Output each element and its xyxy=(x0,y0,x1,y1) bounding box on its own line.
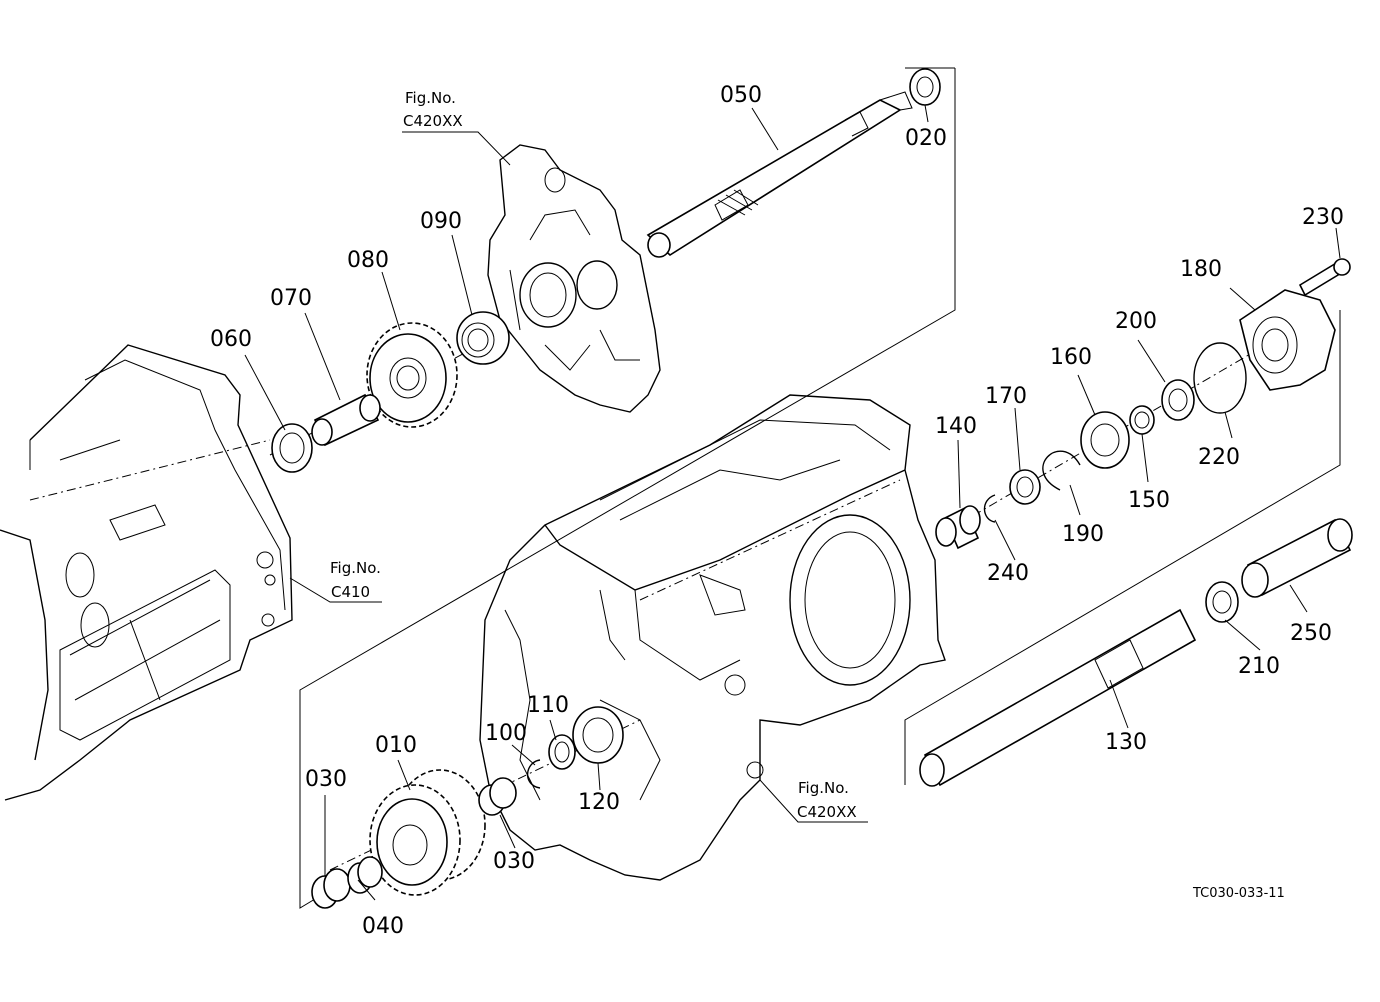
group-frame-left xyxy=(299,68,956,909)
bearing-160 xyxy=(1080,411,1130,469)
bolt-230 xyxy=(1298,258,1351,297)
collar-110 xyxy=(548,734,576,770)
label-060: 060 xyxy=(210,327,252,352)
figure-references: Fig.No. C420XX Fig.No. C410 Fig.No. C420… xyxy=(330,89,857,821)
label-020: 020 xyxy=(905,126,947,151)
upper-gear-cover xyxy=(487,144,661,413)
fig-ref-top-line1: Fig.No. xyxy=(405,89,456,107)
oil-seal-170 xyxy=(1009,469,1041,505)
label-050: 050 xyxy=(720,83,762,108)
bearing-120 xyxy=(572,706,624,764)
shaft-130 xyxy=(919,608,1197,787)
oil-seal-200 xyxy=(1161,379,1195,421)
label-240: 240 xyxy=(987,561,1029,586)
group-frame-right xyxy=(904,310,1341,785)
left-transmission-case xyxy=(0,344,293,801)
label-160: 160 xyxy=(1050,345,1092,370)
label-010: 010 xyxy=(375,733,417,758)
label-250: 250 xyxy=(1290,621,1332,646)
label-040: 040 xyxy=(362,914,404,939)
bearing-060 xyxy=(271,423,313,473)
label-210: 210 xyxy=(1238,654,1280,679)
fig-ref-top-line2: C420XX xyxy=(403,112,463,130)
needle-bearing-030-right xyxy=(478,777,517,816)
leader-lines xyxy=(244,104,1341,901)
label-140: 140 xyxy=(935,414,977,439)
shaft-050 xyxy=(646,91,913,258)
gear-010 xyxy=(369,769,486,896)
o-ring-220 xyxy=(1193,342,1247,414)
collar-070 xyxy=(311,393,381,447)
fig-ref-bottom-line2: C420XX xyxy=(797,803,857,821)
collar-040 xyxy=(347,856,383,894)
label-180: 180 xyxy=(1180,257,1222,282)
collar-150 xyxy=(1129,405,1155,435)
label-220: 220 xyxy=(1198,445,1240,470)
thrust-washer-020 xyxy=(909,68,941,106)
label-230: 230 xyxy=(1302,205,1344,230)
gear-080 xyxy=(366,322,458,428)
label-030-right: 030 xyxy=(493,849,535,874)
label-190: 190 xyxy=(1062,522,1104,547)
label-170: 170 xyxy=(985,384,1027,409)
label-070: 070 xyxy=(270,286,312,311)
label-030-left: 030 xyxy=(305,767,347,792)
label-080: 080 xyxy=(347,248,389,273)
circlip-100 xyxy=(526,759,541,789)
part-number-labels: 050 020 090 080 070 060 010 030 040 030 … xyxy=(210,83,1344,939)
label-100: 100 xyxy=(485,721,527,746)
label-110: 110 xyxy=(527,693,569,718)
needle-bearing-030-left xyxy=(311,868,351,909)
main-center-case xyxy=(479,394,946,881)
label-130: 130 xyxy=(1105,730,1147,755)
fig-ref-bottom-line1: Fig.No. xyxy=(798,779,849,797)
oil-seal-210 xyxy=(1205,581,1239,623)
right-axis-line xyxy=(939,324,1301,536)
circlip-240 xyxy=(983,494,996,523)
snap-ring-190 xyxy=(1042,450,1081,491)
bearing-090 xyxy=(456,311,510,365)
label-150: 150 xyxy=(1128,488,1170,513)
label-200: 200 xyxy=(1115,309,1157,334)
fig-ref-left-line1: Fig.No. xyxy=(330,559,381,577)
collar-140 xyxy=(935,505,981,550)
label-090: 090 xyxy=(420,209,462,234)
drawing-code: TC030-033-11 xyxy=(1192,886,1285,901)
collar-250 xyxy=(1241,518,1353,598)
bearing-holder-180 xyxy=(1239,289,1336,391)
fig-ref-left-line2: C410 xyxy=(331,583,370,601)
label-120: 120 xyxy=(578,790,620,815)
